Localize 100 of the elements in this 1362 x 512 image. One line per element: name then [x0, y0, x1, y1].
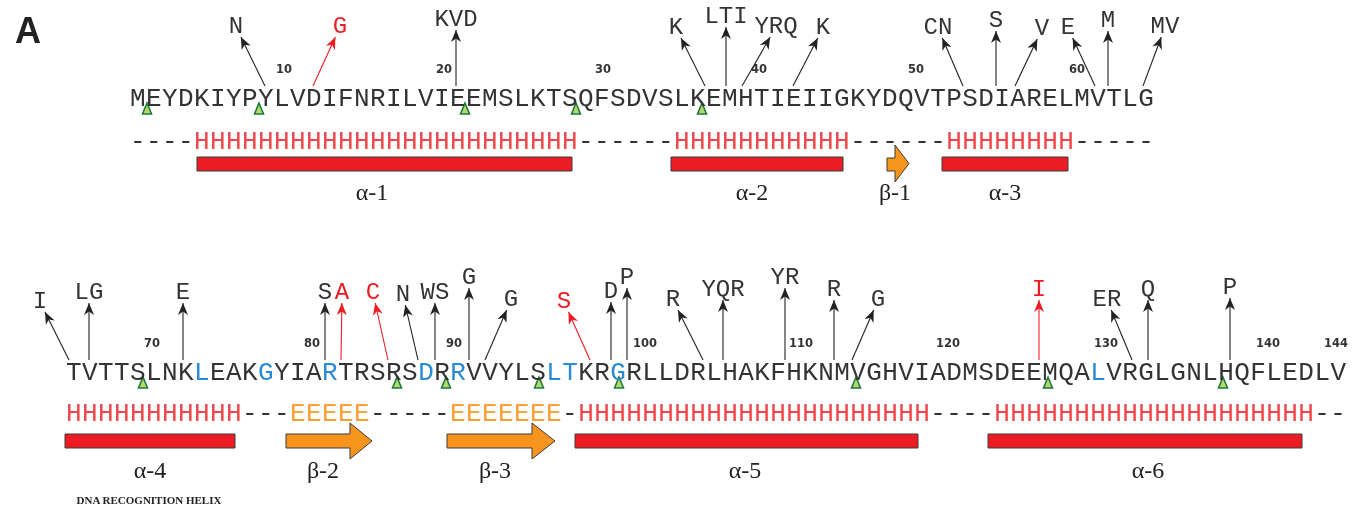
arrow: [1014, 38, 1038, 87]
residue-number: 90: [446, 336, 462, 350]
structure-label: α-4: [133, 458, 167, 482]
arrow: [567, 311, 591, 361]
residue-number: 20: [436, 62, 452, 76]
arrow: [1103, 30, 1113, 87]
mutation-label: R: [665, 291, 681, 309]
mutation-label: R: [826, 281, 842, 299]
beta-strand-shape: [887, 145, 909, 182]
arrow: [829, 299, 839, 361]
structure-label: α-2: [735, 180, 769, 204]
mutation-label: G: [332, 18, 348, 36]
helix-bar: [197, 157, 572, 171]
arrow: [312, 36, 336, 87]
helix-bar: [575, 434, 918, 448]
mutation-label: N: [395, 286, 411, 304]
residue-number: 80: [304, 336, 320, 350]
mutation-label: CN: [923, 19, 953, 37]
residue-number: 30: [595, 62, 611, 76]
helix-bar: [942, 157, 1068, 171]
mutation-label: I: [32, 293, 48, 311]
arrow: [741, 36, 771, 87]
arrow: [1142, 36, 1162, 87]
beta-strand-shape: [286, 423, 372, 459]
arrow: [718, 299, 728, 361]
mutation-label: V: [1034, 20, 1050, 38]
residue-number: 60: [1069, 62, 1085, 76]
structure-label: α-1: [355, 180, 389, 204]
arrow: [1143, 299, 1153, 361]
mutation-label: G: [461, 269, 477, 287]
arrow: [403, 304, 419, 361]
arrow: [851, 309, 875, 361]
residue-number: 70: [144, 336, 160, 350]
mutation-label: YRQ: [754, 18, 798, 36]
mutation-label: P: [1222, 279, 1238, 297]
arrow: [240, 36, 266, 87]
residue-number: 100: [633, 336, 657, 350]
helix-bar: [671, 157, 843, 171]
arrow: [84, 302, 94, 361]
arrow: [464, 287, 474, 361]
arrow: [336, 302, 347, 361]
mutation-label: LG: [74, 284, 104, 302]
secondary-structure-text: HHHHHHHHHHH---EEEEE-----EEEEEEE-HHHHHHHHHHHHHHHHHHHHHH----HHHHHHHHHHHHHHHHHHHH--: [66, 401, 1347, 427]
residue-number: 140: [1256, 336, 1280, 350]
mutation-label: S: [556, 293, 572, 311]
annotation-text: DNA RECOGNITION HELIX: [76, 494, 222, 506]
arrow: [941, 37, 964, 87]
mutation-label: M: [1100, 12, 1116, 30]
structure-label: α-6: [1131, 458, 1165, 482]
mutation-label: S: [317, 284, 333, 302]
mutation-label: P: [619, 269, 635, 287]
mutation-label: Q: [1140, 281, 1156, 299]
residue-number: 130: [1094, 336, 1118, 350]
mutation-label: K: [668, 19, 684, 37]
arrow: [372, 302, 389, 361]
arrow: [991, 30, 1001, 87]
arrow: [677, 309, 704, 361]
mutation-label: S: [988, 12, 1004, 30]
mutation-label: MV: [1150, 18, 1180, 36]
mutation-label: G: [870, 291, 886, 309]
arrow: [320, 302, 330, 361]
mutation-label: G: [503, 291, 519, 309]
mutation-label: I: [1031, 281, 1047, 299]
mutation-label: LTI: [704, 8, 748, 26]
residue-number: 40: [751, 62, 767, 76]
residue-number: 110: [789, 336, 813, 350]
residue-number: 10: [276, 62, 292, 76]
arrow: [178, 302, 188, 361]
residue-number: 50: [908, 62, 924, 76]
arrow: [1110, 309, 1133, 361]
beta-strand-shape: [447, 423, 555, 459]
mutation-label: E: [1060, 19, 1076, 37]
residue-number: 120: [936, 336, 960, 350]
sequence-text: TVTTSLNKLEAKGYIARTRSRSDRRVVYLSLTKRGRLLDRLHAKFHKNMVGHVIADMSDEEMQALVRGLGNLHQFLEDLV: [66, 360, 1347, 386]
arrow: [44, 311, 70, 361]
arrow: [721, 26, 731, 87]
arrow: [622, 287, 632, 361]
mutation-label: WS: [420, 284, 450, 302]
arrow: [484, 309, 508, 361]
mutation-label: KVD: [434, 11, 478, 29]
arrow: [451, 29, 461, 87]
residue-number: 144: [1324, 336, 1348, 350]
arrow: [1225, 297, 1235, 361]
arrow: [606, 301, 616, 361]
secondary-structure-text: ----HHHHHHHHHHHHHHHHHHHHHHHH------HHHHHHHHHHH------HHHHHHHH-----: [130, 129, 1155, 155]
arrow: [1034, 299, 1044, 361]
mutation-label: A: [334, 284, 350, 302]
structure-label: β-3: [478, 458, 512, 482]
mutation-label: N: [228, 18, 244, 36]
mutation-label: YR: [770, 269, 800, 287]
structure-label: β-2: [306, 458, 340, 482]
structure-label: α-3: [988, 180, 1022, 204]
helix-bar: [65, 434, 235, 448]
mutation-label: K: [815, 19, 831, 37]
arrow: [1072, 37, 1096, 87]
arrow: [792, 37, 819, 87]
arrow: [780, 287, 790, 361]
mutation-label: D: [603, 283, 619, 301]
arrow: [430, 302, 440, 361]
structure-label: β-1: [878, 180, 912, 204]
